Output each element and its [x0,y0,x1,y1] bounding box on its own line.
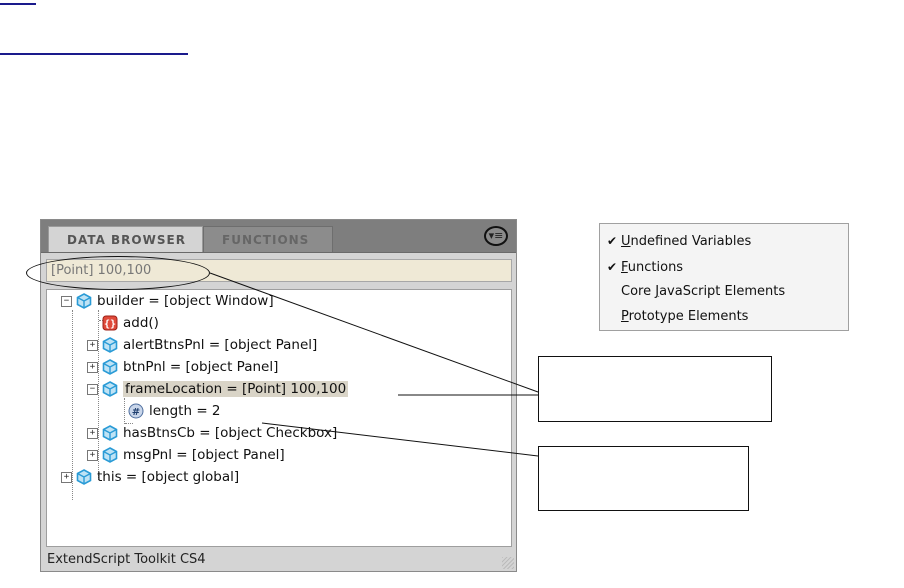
panel-tab-bar: DATA BROWSER FUNCTIONS ▾≡ [41,220,516,253]
tab-data-browser[interactable]: DATA BROWSER [48,226,203,252]
hyperlink-underline[interactable] [0,53,188,55]
tree-row[interactable]: + btnPnl = [object Panel] [87,356,278,378]
object-cube-icon [102,447,118,463]
tree-connector [124,398,125,424]
tree-row[interactable]: # length = 2 [113,400,221,422]
menu-item-undefined-variables[interactable]: ✔Undefined Variables [607,231,751,251]
tree-label: add() [123,315,159,331]
tree-label: hasBtnsCb = [object Checkbox] [123,425,338,441]
tree-row[interactable]: − builder = [object Window] [61,290,274,312]
menu-item-functions[interactable]: ✔Functions [607,257,683,277]
checkmark-icon: ✔ [607,234,618,248]
expand-icon[interactable]: + [87,339,98,351]
tree-label: btnPnl = [object Panel] [123,359,279,375]
resize-grip[interactable] [502,557,514,569]
svg-text:{}: {} [104,319,116,330]
tree-row[interactable]: + this = [object global] [61,466,239,488]
collapse-icon[interactable]: − [87,383,98,395]
tab-functions[interactable]: FUNCTIONS [203,226,333,252]
object-cube-icon [102,337,118,353]
flyout-menu-icon[interactable]: ▾≡ [484,226,508,246]
object-cube-icon [76,293,92,309]
status-bar-text: ExtendScript Toolkit CS4 [47,552,206,567]
data-tree[interactable]: − builder = [object Window] {} add() + aler… [46,289,512,547]
object-cube-icon [102,425,118,441]
svg-text:#: # [132,407,140,418]
tree-connector [98,310,99,480]
tree-row[interactable]: {} add() [87,312,159,334]
tree-row[interactable]: − frameLocation = [Point] 100,100 [87,378,349,400]
checkmark-icon: ✔ [607,260,618,274]
tree-label: alertBtnsPnl = [object Panel] [123,337,318,353]
function-braces-icon: {} [102,315,118,331]
menu-item-prototype-elements[interactable]: Prototype Elements [621,309,749,324]
expand-icon[interactable]: + [87,427,98,439]
hyperlink-underline-corner[interactable] [0,0,36,5]
flyout-menu: ✔Undefined Variables ✔Functions Core Jav… [599,223,849,331]
tree-connector [125,423,133,424]
tree-label: builder = [object Window] [97,293,274,309]
collapse-icon[interactable]: − [61,295,72,307]
tree-row[interactable]: + alertBtnsPnl = [object Panel] [87,334,317,356]
callout-box-length [538,446,749,511]
annotation-ellipse [26,256,210,290]
callout-box-expression [538,356,772,422]
tree-label: length = 2 [149,403,221,419]
object-cube-icon [76,469,92,485]
number-hash-icon: # [128,403,144,419]
expand-icon[interactable]: + [61,471,72,483]
object-cube-icon [102,381,118,397]
tree-label-selected: frameLocation = [Point] 100,100 [123,381,349,397]
menu-item-core-javascript-elements[interactable]: Core JavaScript Elements [621,284,786,299]
tree-label: msgPnl = [object Panel] [123,447,285,463]
expand-icon[interactable]: + [87,449,98,461]
tree-label: this = [object global] [97,469,240,485]
tree-row[interactable]: + hasBtnsCb = [object Checkbox] [87,422,337,444]
expand-icon[interactable]: + [87,361,98,373]
tree-row[interactable]: + msgPnl = [object Panel] [87,444,285,466]
object-cube-icon [102,359,118,375]
tree-connector [72,310,73,500]
